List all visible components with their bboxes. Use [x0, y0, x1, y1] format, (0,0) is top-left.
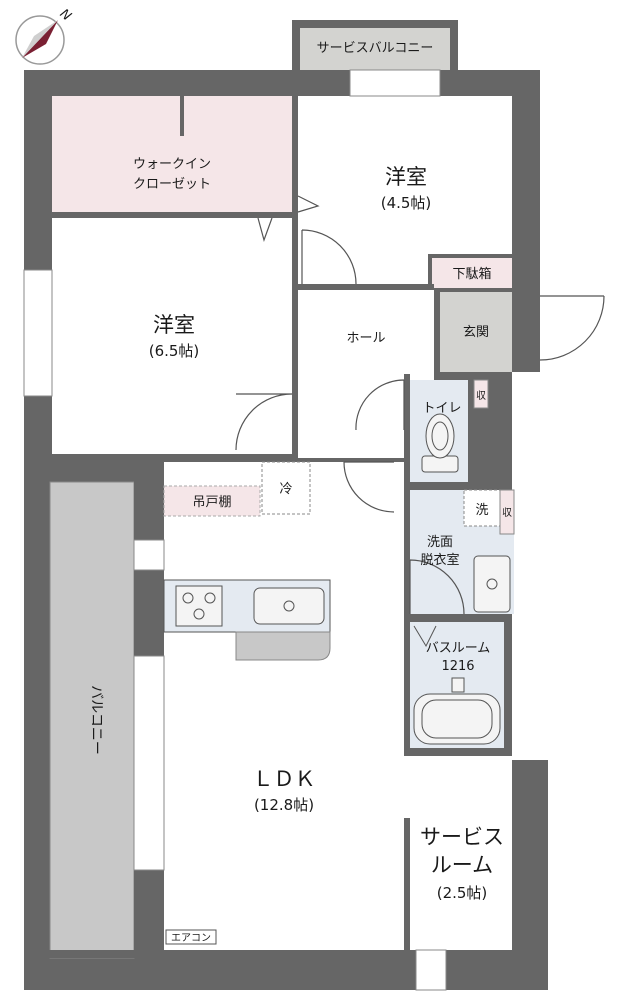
burner-icon [204, 592, 216, 604]
basin-drain-icon [486, 578, 498, 590]
counter-back [235, 631, 331, 661]
bathroom-size: 1216 [441, 659, 474, 674]
service-room-area [410, 760, 512, 950]
wash-basin-icon [473, 555, 511, 613]
service-room-name-line1: サービス [420, 825, 504, 849]
walk-in-closet-label-line2: クローゼット [133, 177, 211, 192]
bathroom-door-fold-icon [413, 625, 437, 648]
service-balcony-label: サービスバルコニー [317, 41, 434, 56]
ldk-size: (12.8帖) [254, 796, 314, 814]
air-conditioner-icon [165, 929, 217, 945]
western-room-small-size: (4.5帖) [381, 194, 432, 212]
walk-in-closet-label-line1: ウォークイン [133, 157, 211, 172]
service-balcony-area [296, 24, 454, 78]
compass: N [15, 6, 74, 65]
hanging-cabinet [163, 485, 261, 517]
hall-label: ホール [346, 331, 385, 346]
toilet-storage-label: 収 [476, 390, 486, 402]
door-entrance [539, 295, 605, 361]
door-bedroom-small [301, 229, 357, 285]
toilet-storage [473, 379, 489, 409]
kitchen-counter [163, 579, 331, 661]
refrigerator-space [261, 461, 311, 515]
corridor-area [298, 254, 428, 288]
western-room-large-name: 洋室 [153, 313, 195, 337]
door-closet-folding [257, 217, 273, 242]
washroom-storage-label: 収 [502, 507, 512, 519]
air-conditioner-label: エアコン [171, 933, 211, 944]
drain-icon [283, 600, 295, 612]
compass-needle-light-icon [22, 20, 58, 58]
bathroom-name: バスルーム [426, 641, 491, 656]
burner-icon [193, 608, 205, 620]
stove-icon [175, 585, 223, 627]
toilet-label: トイレ [422, 401, 461, 416]
toilet-icon [421, 413, 459, 473]
door-closet [297, 195, 320, 213]
door-swings [235, 195, 605, 615]
compass-letter: N [57, 6, 74, 24]
western-room-large-area [52, 218, 292, 454]
entrance-label: 玄関 [463, 325, 489, 340]
windows [23, 69, 447, 991]
window-service-room [415, 949, 447, 991]
refrigerator-label: 冷 [279, 482, 292, 497]
window-ldk-lower [133, 655, 165, 871]
entrance-area [440, 292, 512, 372]
burner-icon [182, 592, 194, 604]
western-room-large-size: (6.5帖) [149, 342, 200, 360]
ldk-name: ＬＤＫ [253, 767, 316, 791]
balcony-area [49, 481, 135, 959]
door-bedroom-large [235, 393, 293, 451]
walk-in-closet-area [52, 96, 292, 212]
washer-space [463, 489, 501, 527]
western-room-small-name: 洋室 [385, 165, 427, 189]
washroom-storage [499, 489, 515, 535]
window-service-balcony [349, 69, 441, 97]
washer-label: 洗 [475, 503, 488, 518]
washroom-label-line2: 脱衣室 [420, 552, 459, 568]
shoe-box-label: 下駄箱 [452, 266, 491, 282]
balcony-label: バルコニー [88, 685, 104, 755]
window-west-bedroom [23, 269, 53, 397]
washroom-label-line1: 洗面 [427, 535, 453, 550]
door-ldk [343, 461, 395, 513]
western-room-small-area [298, 96, 512, 254]
door-toilet [355, 379, 405, 431]
window-ldk-upper [133, 539, 165, 571]
bathtub-inner-icon [421, 699, 493, 739]
shoe-box-area [432, 258, 512, 288]
bathtub-icon [413, 693, 501, 745]
sink-icon [253, 587, 325, 625]
door-washroom [409, 559, 465, 615]
hanging-cabinet-label: 吊戸棚 [192, 495, 231, 510]
service-room-name-line2: ルーム [431, 853, 493, 877]
faucet-icon [451, 677, 465, 693]
service-room-size: (2.5帖) [437, 884, 488, 902]
